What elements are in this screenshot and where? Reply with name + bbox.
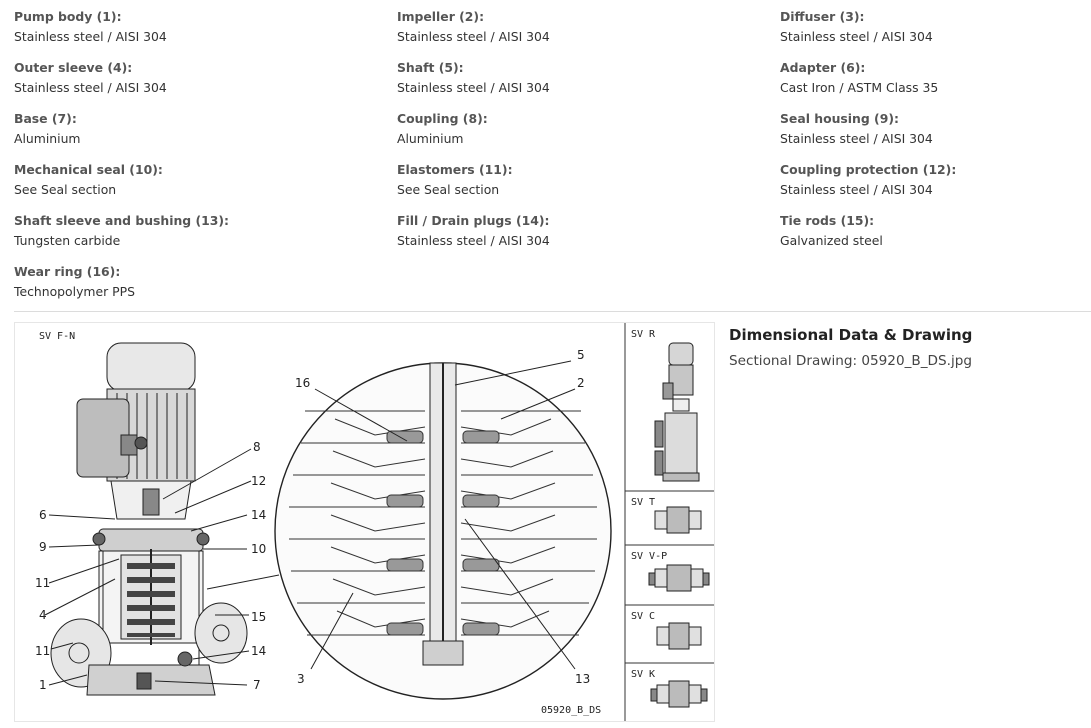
material-item: Wear ring (16): Technopolymer PPS — [14, 264, 374, 299]
material-label: Outer sleeve (4): — [14, 60, 133, 75]
callout-14: 14 — [251, 508, 266, 522]
material-item: Coupling protection (12): Stainless steel… — [780, 162, 1091, 197]
callout-5: 5 — [577, 348, 585, 362]
callout-6: 6 — [39, 508, 47, 522]
callout-2: 2 — [577, 376, 585, 390]
material-value: Stainless steel / AISI 304 — [780, 131, 933, 146]
material-label: Base (7): — [14, 111, 77, 126]
callout-3: 3 — [297, 672, 305, 686]
material-value: Stainless steel / AISI 304 — [780, 29, 933, 44]
material-value: Stainless steel / AISI 304 — [14, 80, 167, 95]
section-divider — [14, 311, 1091, 312]
callout-12: 12 — [251, 474, 266, 488]
material-item: Pump body (1): Stainless steel / AISI 304 — [14, 9, 374, 44]
material-label: Coupling protection (12): — [780, 162, 957, 177]
material-label: Mechanical seal (10): — [14, 162, 163, 177]
material-value: Tungsten carbide — [14, 233, 121, 248]
material-value: Stainless steel / AISI 304 — [780, 182, 933, 197]
material-item: Mechanical seal (10): See Seal section — [14, 162, 374, 197]
callout-8: 8 — [253, 440, 261, 454]
material-item: Outer sleeve (4): Stainless steel / AISI … — [14, 60, 374, 95]
material-value: Stainless steel / AISI 304 — [397, 233, 550, 248]
callout-9: 9 — [39, 540, 47, 554]
view-label-sv-r: SV R — [631, 329, 656, 340]
drawing-code: 05920_B_DS — [541, 705, 601, 716]
material-item: Coupling (8): Aluminium — [397, 111, 757, 146]
sectional-drawing-image: SV F-N 6 9 11 4 11 1 8 12 14 10 15 14 7 … — [14, 322, 715, 722]
material-item: Base (7): Aluminium — [14, 111, 374, 146]
callout-10: 10 — [251, 542, 266, 556]
material-label: Adapter (6): — [780, 60, 866, 75]
view-label-sv-k: SV K — [631, 669, 655, 680]
material-value: Stainless steel / AISI 304 — [397, 29, 550, 44]
sectional-drawing-caption: Sectional Drawing: 05920_B_DS.jpg — [729, 353, 972, 369]
material-label: Wear ring (16): — [14, 264, 121, 279]
material-item: Fill / Drain plugs (14): Stainless steel … — [397, 213, 757, 248]
callout-11: 11 — [35, 576, 50, 590]
callout-15: 15 — [251, 610, 266, 624]
callout-1: 1 — [39, 678, 47, 692]
material-value: Stainless steel / AISI 304 — [14, 29, 167, 44]
callout-13: 13 — [575, 672, 590, 686]
material-item: Adapter (6): Cast Iron / ASTM Class 35 — [780, 60, 1091, 95]
material-value: Galvanized steel — [780, 233, 883, 248]
callout-4: 4 — [39, 608, 47, 622]
material-value: Aluminium — [14, 131, 81, 146]
material-item: Shaft sleeve and bushing (13): Tungsten c… — [14, 213, 374, 248]
material-label: Shaft sleeve and bushing (13): — [14, 213, 229, 228]
material-label: Pump body (1): — [14, 9, 122, 24]
callout-7: 7 — [253, 678, 261, 692]
material-label: Fill / Drain plugs (14): — [397, 213, 550, 228]
dimensional-title: Dimensional Data & Drawing — [729, 326, 973, 344]
view-label-sv-t: SV T — [631, 497, 655, 508]
material-item: Impeller (2): Stainless steel / AISI 304 — [397, 9, 757, 44]
material-item: Diffuser (3): Stainless steel / AISI 304 — [780, 9, 1091, 44]
material-label: Shaft (5): — [397, 60, 464, 75]
material-label: Impeller (2): — [397, 9, 485, 24]
material-item: Elastomers (11): See Seal section — [397, 162, 757, 197]
material-item: Shaft (5): Stainless steel / AISI 304 — [397, 60, 757, 95]
material-value: Cast Iron / ASTM Class 35 — [780, 80, 939, 95]
callout-14: 14 — [251, 644, 266, 658]
material-label: Elastomers (11): — [397, 162, 513, 177]
material-item: Seal housing (9): Stainless steel / AISI … — [780, 111, 1091, 146]
callout-16: 16 — [295, 376, 310, 390]
view-label-sv-fn: SV F-N — [39, 331, 75, 342]
sectional-drawing-svg: SV F-N 6 9 11 4 11 1 8 12 14 10 15 14 7 … — [35, 323, 714, 721]
material-value: Aluminium — [397, 131, 464, 146]
material-label: Tie rods (15): — [780, 213, 875, 228]
material-label: Coupling (8): — [397, 111, 488, 126]
material-label: Seal housing (9): — [780, 111, 899, 126]
dimensional-info: Dimensional Data & Drawing Sectional Dra… — [729, 326, 972, 369]
view-label-sv-vp: SV V-P — [631, 551, 667, 562]
material-value: Technopolymer PPS — [14, 284, 135, 299]
callout-11: 11 — [35, 644, 50, 658]
material-item: Tie rods (15): Galvanized steel — [780, 213, 1091, 248]
view-label-sv-c: SV C — [631, 611, 655, 622]
material-value: See Seal section — [14, 182, 117, 197]
material-label: Diffuser (3): — [780, 9, 865, 24]
material-value: Stainless steel / AISI 304 — [397, 80, 550, 95]
material-value: See Seal section — [397, 182, 500, 197]
